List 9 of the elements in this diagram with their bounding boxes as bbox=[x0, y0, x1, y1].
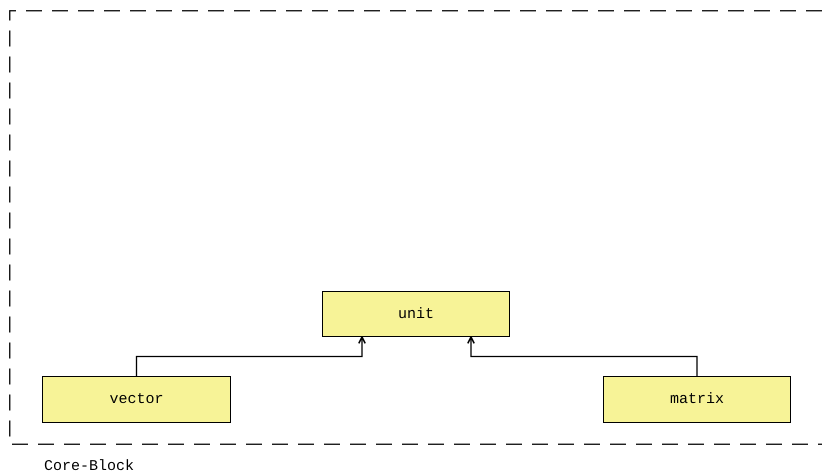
arrow bbox=[136, 336, 366, 376]
class-name: vector bbox=[109, 391, 164, 408]
class-box bbox=[42, 376, 231, 423]
class-name: matrix bbox=[670, 391, 724, 408]
group-label: Core-Block bbox=[44, 458, 134, 475]
class-name: unit bbox=[398, 306, 434, 322]
class-box bbox=[322, 291, 510, 337]
arrow bbox=[467, 336, 698, 376]
class-box bbox=[603, 376, 791, 423]
